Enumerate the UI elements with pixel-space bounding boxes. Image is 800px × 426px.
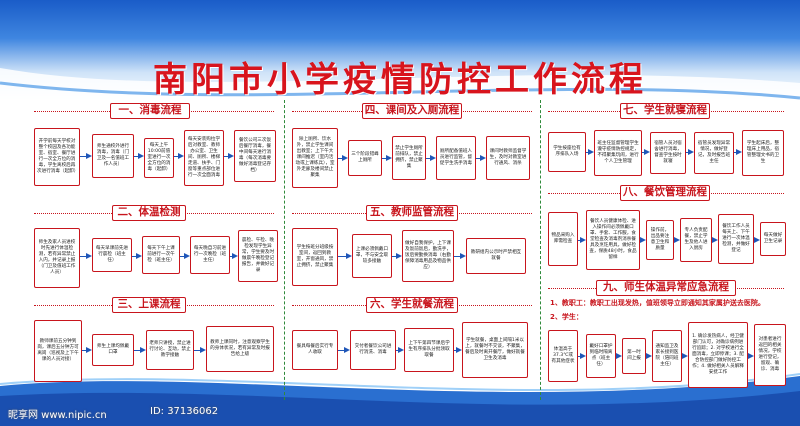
flow-box: 每天做好卫生记录 [760,222,786,256]
flow-box: 操作前，出品要注意卫生和质量 [646,220,674,260]
flow-arrow [134,346,146,354]
flow-arrow [476,154,486,162]
flow-arrow [224,152,234,160]
flow-box: 专人负责配餐，禁止学生及他人进入厨房 [680,218,712,262]
flow-box: 教师上课同时，注意观察学生的身体状况，若有异常及时报告给上级 [206,326,274,372]
bottom-wave-decoration [0,373,800,426]
flow-box: 每天上午10:00前值室进行一次全方位的消毒（起卸） [144,138,174,178]
flow-arrow [180,252,190,260]
flow-box: 1. 确诊发热病人，经卫健部门认可，对确诊病例进行追踪；2. 对学校进行全面消毒… [688,322,748,388]
flow-box: 学生起床后，整理床上用品，宿管整理文书的卫生 [742,130,784,176]
flow-box: 每天安装购拉学后对教室、教师办公室、卫生间、厕所、楼梯走道、扶手、门窗等重点部位… [184,130,224,186]
flow-arrow [338,346,350,354]
flow-arrow [686,148,694,156]
flow-arrow [642,148,650,156]
section-food-heading: 八、餐饮管理流程 [620,185,710,201]
flow-arrow [338,154,348,162]
flow-arrow [382,154,392,162]
section-meal-heading: 六、学生就餐流程 [366,297,458,313]
flow-box: 交付者餐饮公司进行消洗、消毒 [350,330,396,370]
section-teacher-heading: 五、教师监管流程 [366,205,458,221]
flow-arrow [748,352,754,360]
flow-arrow [640,236,646,244]
section-sleep-heading: 七、学生就寝流程 [620,103,710,119]
flow-arrow [338,252,352,260]
flow-arrow [578,352,586,360]
flow-box: 做好自我保护，上下课及饭前饭后，勤洗手，饭后要勤换消毒（右勤保障消毒用品及物品供… [402,230,454,282]
note-staff: 1、教职工：教职工出现发热，值班领导立即通知其家属护送去医院。 [550,299,765,307]
flow-arrow [396,346,404,354]
section-entry-heading: 四、课间及入厕流程 [362,103,462,119]
flow-arrow [712,236,718,244]
section-abnormal-heading: 九、师生体温异常应急流程 [596,280,736,296]
flow-arrow [230,252,238,260]
flow-box: 体温高于37.3℃或有其他症状 [548,330,578,382]
flow-box: 每天晚自习前进行一次晚检（班主任） [190,236,230,274]
flow-arrow [586,148,594,156]
flow-box: 课间时教师监督学生，及时对教室进行通风、消杀 [486,136,530,180]
flow-box: 第一时间上报 [622,338,646,374]
flow-arrow [80,252,92,260]
flow-arrow [82,346,92,354]
flow-box: 学生按座位有序排队入场 [548,132,586,172]
flow-arrow [134,152,144,160]
flow-arrow [392,252,402,260]
flow-arrow [646,352,652,360]
flow-box: 师生及家人员进校时先进行体温检测，若有异常禁止入内，并记录上报（门卫及值班工作人… [34,228,80,288]
column-divider [284,100,285,400]
flow-box: 餐饮公司三次饭后餐厅消毒，餐中间每天进行消毒（每次消毒要做好消毒登记存档） [234,130,276,182]
flow-box: 餐饮人员健康体检、进入操作间必须佩戴口罩、手套、工作服，食堂检查及消毒剂消杀餐具… [586,210,640,270]
flow-box: 三个阶段错峰上厕所 [348,140,382,176]
flow-box: 宿管人员对宿舍进行消毒，督查学生按时就寝 [650,132,686,174]
flow-arrow [578,236,586,244]
flow-box: 师生上课均佩戴口罩 [92,334,134,366]
flow-box: 每天下午上课前进行一次午检（班主任） [142,236,180,274]
flow-box: 除上厕所、饮水外，禁止学生课间出教室；上下午大课间推迟（室内活动或上课练兵），室… [292,128,338,188]
flow-box: 宿管员发现异常情况，做好登记，及时报告班主任 [694,132,734,174]
flow-arrow [454,346,462,354]
note-student: 2、学生： [550,313,583,321]
flow-arrow [132,252,142,260]
flow-arrow [80,152,92,160]
flow-box: 师生通校外进行消毒，消毒（门卫及一名值班工作人员） [92,134,134,178]
flow-arrow [682,352,688,360]
flow-arrow [194,346,206,354]
flow-arrow [674,236,680,244]
flow-box: 餐具每餐后实行专人收取 [292,330,338,370]
watermark-id: ID: 37136062 [150,406,219,417]
flow-box: 物品采购入库需检查 [548,212,578,266]
section-disinfect-heading: 一、消毒流程 [110,103,190,119]
blue-swoosh-decoration [0,68,800,118]
flow-box: 学生按班分班级按室间，返回到教室，开窗通风，禁止拥挤，禁止聚集 [292,228,338,286]
flow-arrow [454,252,466,260]
flow-box: 禁止学生厕所前排队，禁止拥挤，禁止聚集 [392,136,426,180]
flow-arrow [754,236,760,244]
flow-box: 开学前每天学校对整个校园及各功能室、宿室、餐厅进行一次全方位的消毒，学生离校后再… [34,128,80,186]
flow-arrow [174,152,184,160]
flow-box: 通知监卫及家长接到医院（陪同班主任） [652,330,682,382]
flow-box: 教研组内公示时严禁相互就餐 [466,238,526,274]
flow-box: 学生就餐，桌面上间隔1米以上，就餐时不交谈，不聚集，餐后及时离开餐厅，做好就餐卫… [462,322,528,378]
flow-arrow [616,352,622,360]
flow-box: 对患者进行返回的相关情况，学校进行登记，留观、确诊、消毒 [754,324,786,386]
flow-box: 上课必须佩戴口罩，不与安全取较多接触 [352,234,392,278]
flow-box: 班主任监督管理学生遵守疫情防控规定，不得聚集玩闹，进行个人卫生管理 [594,130,642,176]
page-title: 南阳市小学疫情防控工作流程 [153,60,647,100]
flow-box: 每天早课前先进行晨检（班主任） [92,238,132,272]
flow-box: 厕所配备值班人员进行监管，督促学生洗手消毒 [436,136,476,180]
flow-box: 老师只讲授，禁止进行讨论、互动，禁止教学接触 [146,330,194,370]
flow-arrow [734,148,742,156]
flow-arrow [426,154,436,162]
flow-box: 餐饮工作人员每天上、下午进行一次体温检测，并做好登记 [718,214,754,264]
flow-box: 戴好口罩护到临时隔离点（班主任） [586,334,616,378]
flow-box: 晨检、午检、晚检发现学生异常，学生要及时做晨午晚检登记报告，并做好记录 [238,230,278,282]
flow-box: 上下午第四节课后学生有序排队分批领取取餐 [404,328,454,372]
flow-box: 教师课前五分钟到岗，课后五分钟方可离岗（巡视及上下午课的人员对接） [34,320,82,382]
section-class-heading: 三、上课流程 [112,297,186,313]
watermark-site: 昵享网 www.nipic.cn [8,410,107,421]
column-divider [540,100,541,400]
section-temp-heading: 二、体温检测 [112,205,186,221]
